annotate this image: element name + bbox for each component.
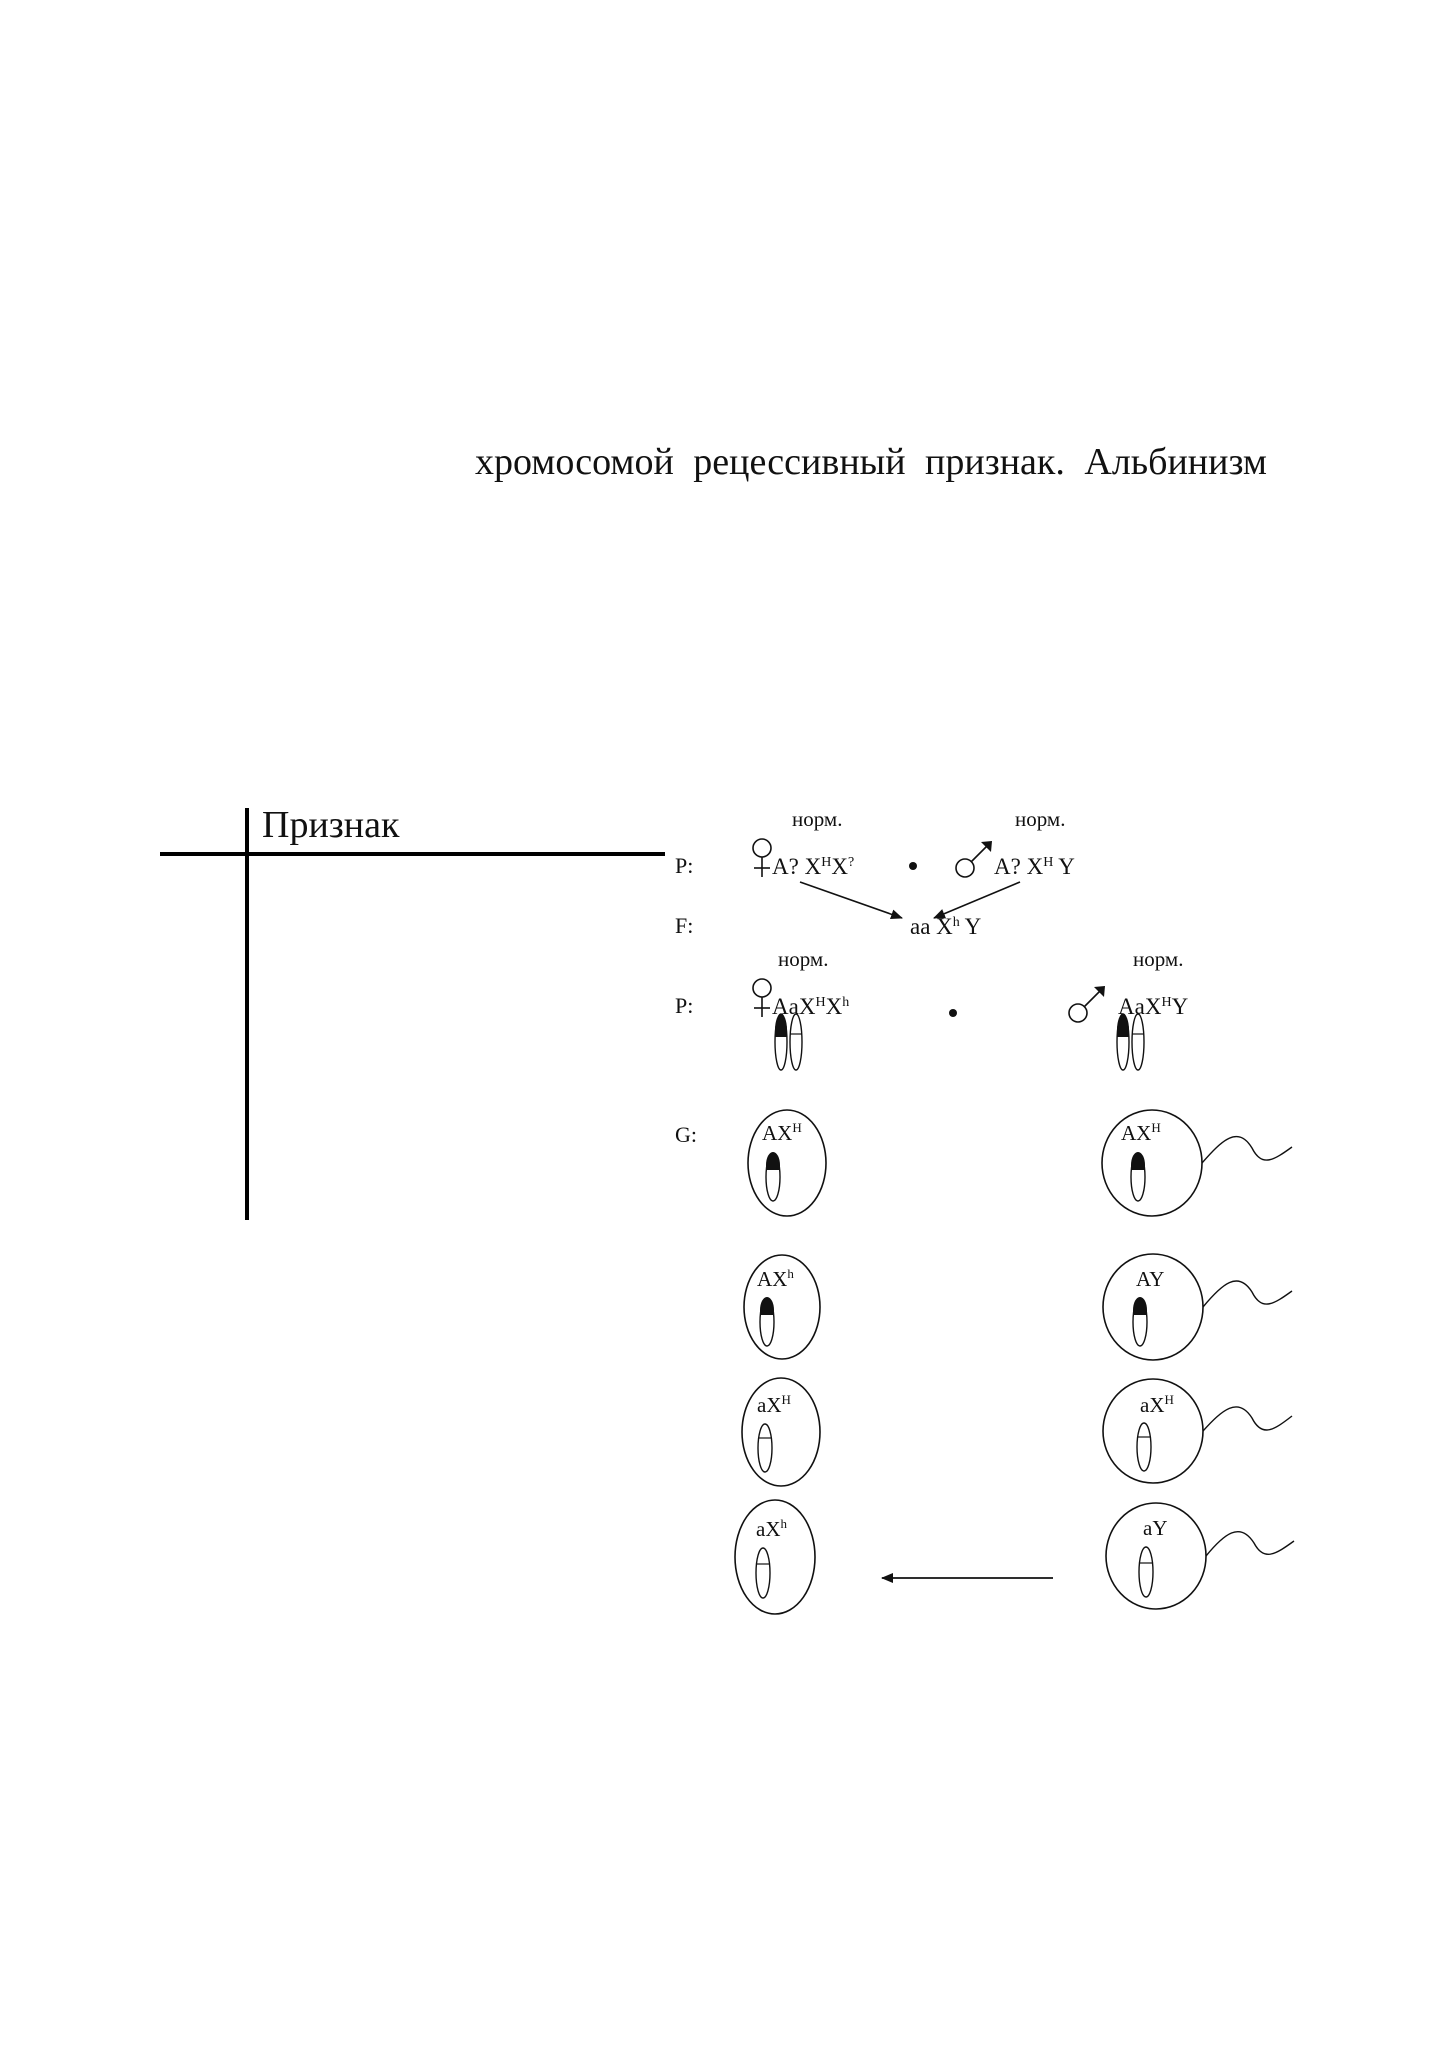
svg-text:aXH: aXH <box>757 1392 791 1417</box>
row1-male-genotype: A? XH Y <box>994 854 1075 879</box>
male-chromosome-pair <box>1116 1013 1145 1071</box>
row1-prefix: P: <box>675 853 693 878</box>
arrow-male-to-f <box>933 881 1021 919</box>
male-symbol-icon <box>1068 986 1105 1023</box>
f-prefix: F: <box>675 913 693 938</box>
sperm-cell: aY <box>1105 1502 1295 1610</box>
sperm-cell: AY <box>1102 1253 1293 1361</box>
gametes-prefix: G: <box>675 1122 697 1147</box>
sperm-cell: AXH <box>1101 1109 1293 1217</box>
row1-female-phenotype: норм. <box>792 807 842 831</box>
egg-cell: AXH <box>747 1109 827 1217</box>
row1-female-genotype: A? XHX? <box>772 854 854 879</box>
egg-cell: aXH <box>741 1377 821 1487</box>
f-genotype: aa Xh Y <box>910 914 982 939</box>
svg-text:aXh: aXh <box>756 1516 788 1541</box>
svg-text:AXh: AXh <box>757 1266 794 1291</box>
female-chromosome-pair <box>774 1013 803 1071</box>
svg-text:AXH: AXH <box>1121 1120 1161 1145</box>
svg-text:aY: aY <box>1143 1516 1168 1540</box>
svg-text:AXH: AXH <box>762 1120 802 1145</box>
arrow-female-to-f <box>799 881 903 920</box>
row2-prefix: P: <box>675 993 693 1018</box>
table-horizontal-rule <box>160 852 665 856</box>
svg-text:aXH: aXH <box>1140 1392 1174 1417</box>
egg-cell: aXh <box>734 1499 816 1615</box>
male-symbol-icon <box>955 841 992 878</box>
svg-text:AY: AY <box>1136 1267 1164 1291</box>
row2-male-phenotype: норм. <box>1133 947 1183 971</box>
row1-cross-dot <box>909 862 917 870</box>
row1-male-phenotype: норм. <box>1015 807 1065 831</box>
row2-cross-dot <box>949 1009 957 1017</box>
sperm-cell: aXH <box>1102 1378 1293 1484</box>
headline-text: хромосомой рецессивный признак. Альбиниз… <box>475 441 1267 483</box>
row2-male-genotype: AaXHY <box>1118 994 1189 1019</box>
female-symbol-icon <box>752 838 772 877</box>
female-symbol-icon <box>752 978 772 1017</box>
egg-cell: AXh <box>743 1254 821 1360</box>
row2-female-phenotype: норм. <box>778 947 828 971</box>
table-header-label: Признак <box>262 804 400 846</box>
table-vertical-rule <box>245 808 249 1220</box>
